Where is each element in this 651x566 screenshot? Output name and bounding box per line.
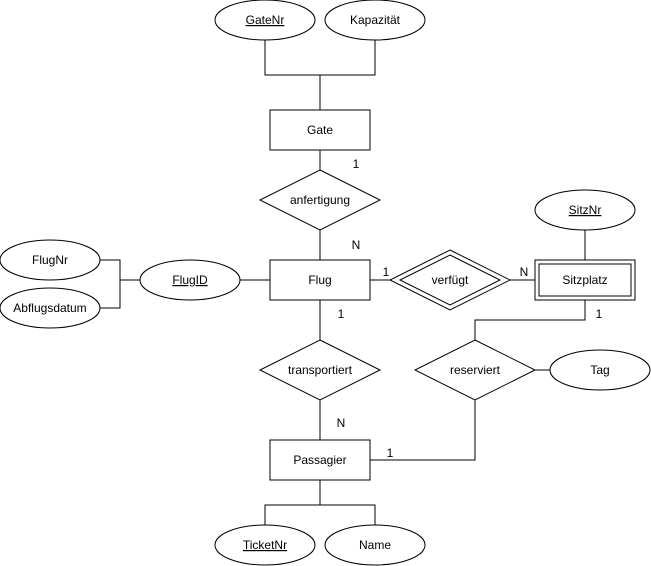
- entity-gate[interactable]: Gate: [269, 109, 371, 151]
- connector-ticketnr-passagier: [264, 504, 320, 525]
- connector-passagier-reserviert: [370, 400, 476, 461]
- connector-kapazitaet-gate: [320, 40, 376, 76]
- attribute-ticketnr[interactable]: TicketNr: [214, 524, 316, 566]
- cardinality-flug-anfertigung: N: [352, 238, 361, 252]
- attribute-tag-label: Tag: [590, 363, 609, 377]
- attribute-abflugsdatum[interactable]: Abflugsdatum: [0, 287, 101, 329]
- attribute-flugnr[interactable]: FlugNr: [0, 239, 101, 281]
- relationship-reserviert-label: reserviert: [450, 363, 501, 377]
- entity-gate-label: Gate: [307, 123, 333, 137]
- attribute-tag[interactable]: Tag: [549, 349, 651, 391]
- connector-sitzplatz-reserviert: [474, 300, 586, 340]
- attribute-gatenr-label: GateNr: [246, 13, 285, 27]
- cardinality-gate-anfertigung: 1: [353, 157, 360, 171]
- entity-passagier-label: Passagier: [293, 453, 346, 467]
- attribute-name-label: Name: [359, 538, 391, 552]
- attribute-flugid[interactable]: FlugID: [139, 259, 241, 301]
- cardinality-sitzplatz-verfuegt: N: [520, 265, 529, 279]
- relationship-reserviert[interactable]: reserviert: [413, 339, 537, 401]
- relationship-verfuegt-label: verfügt: [432, 273, 469, 287]
- attribute-sitznr-label: SitzNr: [569, 203, 602, 217]
- attribute-sitznr[interactable]: SitzNr: [534, 189, 636, 231]
- attribute-kapazitaet-label: Kapazität: [350, 13, 401, 27]
- attribute-name[interactable]: Name: [324, 524, 426, 566]
- entity-flug[interactable]: Flug: [269, 259, 371, 301]
- relationship-transportiert-label: transportiert: [288, 363, 353, 377]
- connectors: [100, 40, 586, 525]
- entity-sitzplatz-label: Sitzplatz: [562, 273, 607, 287]
- connector-abflugsdatum-flugid: [100, 280, 121, 309]
- attribute-gatenr[interactable]: GateNr: [214, 0, 316, 41]
- attribute-flugid-label: FlugID: [172, 273, 208, 287]
- entity-sitzplatz[interactable]: Sitzplatz: [534, 259, 636, 301]
- cardinality-passagier-reserviert: 1: [387, 446, 394, 460]
- relationship-transportiert[interactable]: transportiert: [258, 339, 382, 401]
- attribute-ticketnr-label: TicketNr: [243, 538, 287, 552]
- connector-flugnr-flugid: [100, 259, 140, 281]
- cardinality-flug-transportiert: 1: [338, 307, 345, 321]
- cardinalities: 1 N 1 N 1 N 1 1: [337, 157, 603, 460]
- connector-gatenr-gate: [264, 40, 320, 76]
- cardinality-sitzplatz-reserviert: 1: [596, 307, 603, 321]
- cardinality-passagier-transportiert: N: [337, 416, 346, 430]
- entity-flug-label: Flug: [308, 273, 331, 287]
- attribute-flugnr-label: FlugNr: [32, 253, 68, 267]
- connector-name-passagier: [320, 504, 376, 525]
- attribute-abflugsdatum-label: Abflugsdatum: [13, 301, 86, 315]
- attribute-kapazitaet[interactable]: Kapazität: [324, 0, 426, 41]
- relationship-anfertigung-label: anfertigung: [290, 193, 350, 207]
- entity-passagier[interactable]: Passagier: [269, 439, 371, 481]
- relationship-verfuegt[interactable]: verfügt: [388, 249, 512, 311]
- relationship-anfertigung[interactable]: anfertigung: [258, 169, 382, 231]
- cardinality-flug-verfuegt: 1: [383, 265, 390, 279]
